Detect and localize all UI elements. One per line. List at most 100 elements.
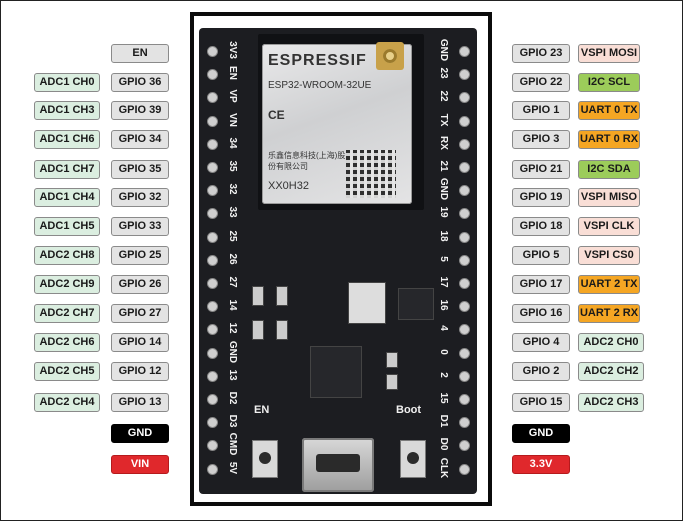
header-pin-left [207,394,218,405]
gpio-pin-label: GPIO 23 [512,44,570,63]
gpio-pin-label: GPIO 12 [111,362,169,381]
i2c-function-label: I2C SCL [578,73,640,92]
header-pin-right [459,278,470,289]
qr-code-icon [346,150,396,198]
smd-component [252,286,264,306]
smd-component [386,352,398,368]
header-pin-right [459,394,470,405]
gpio-pin-label: GPIO 16 [512,304,570,323]
smd-component [252,320,264,340]
header-pin-left [207,370,218,382]
adc-function-label: ADC2 CH3 [578,393,644,412]
adc-channel-label: ADC2 CH9 [34,275,100,294]
micro-usb-port-icon [302,438,374,492]
header-pin-right [459,208,470,220]
boot-button-label: Boot [396,404,422,416]
gpio-pin-label: GPIO 4 [512,333,570,352]
vspi-function-label: VSPI MISO [578,188,640,207]
adc-function-label: ADC2 CH0 [578,333,644,352]
silkscreen-label-left: 5V [227,461,238,474]
gpio-pin-label: GPIO 36 [111,73,169,92]
header-pin-right [459,46,470,57]
uart-function-label: UART 0 TX [578,101,640,120]
module-serial: XX0H32 [268,180,309,192]
module-vendor: 乐鑫信息科技(上海)股份有限公司 [268,151,346,171]
vspi-function-label: VSPI CLK [578,217,640,236]
power-pin-label: GND [111,424,169,443]
header-pin-left [207,417,218,429]
gpio-pin-label: GPIO 17 [512,275,570,294]
header-pin-left [207,115,218,127]
header-pin-left [207,208,218,220]
adc-channel-label: ADC1 CH0 [34,73,100,92]
gpio-pin-label: GPIO 15 [512,393,570,412]
gpio-pin-label: GPIO 25 [111,246,169,265]
gpio-pin-label: GPIO 1 [512,101,570,120]
header-pin-left [207,138,218,150]
adc-channel-label: ADC2 CH8 [34,246,100,265]
antenna-connector-icon [376,42,404,70]
smd-component [276,320,288,340]
gpio-pin-label: EN [111,44,169,63]
header-pin-right [459,301,470,313]
header-pin-right [459,92,470,104]
header-pin-left [207,231,218,243]
gpio-pin-label: GPIO 14 [111,333,169,352]
vspi-function-label: VSPI MOSI [578,44,640,63]
gpio-pin-label: GPIO 3 [512,130,570,149]
header-pin-right [459,254,470,266]
smd-component [386,374,398,390]
adc-channel-label: ADC1 CH3 [34,101,100,120]
regulator [348,282,386,324]
gpio-pin-label: GPIO 13 [111,393,169,412]
gpio-pin-label: GPIO 34 [111,130,169,149]
uart-function-label: UART 2 TX [578,275,640,294]
header-pin-left [207,324,218,336]
header-pin-right [459,185,470,197]
header-pin-right [459,231,470,243]
power-pin-label: 3.3V [512,455,570,474]
header-pin-right [459,162,470,173]
en-button-label: EN [254,404,270,416]
power-pin-label: GND [512,424,570,443]
header-pin-left [207,463,218,475]
adc-channel-label: ADC1 CH4 [34,188,100,207]
header-pin-left [207,440,218,452]
module-brand: ESPRESSIF [268,52,367,69]
header-pin-left [207,185,218,197]
power-pin-label: VIN [111,455,169,474]
gpio-pin-label: GPIO 32 [111,188,169,207]
gpio-pin-label: GPIO 33 [111,217,169,236]
gpio-pin-label: GPIO 22 [512,73,570,92]
header-pin-left [207,278,218,289]
adc-channel-label: ADC2 CH4 [34,393,100,412]
i2c-function-label: I2C SDA [578,160,640,179]
gpio-pin-label: GPIO 19 [512,188,570,207]
adc-channel-label: ADC1 CH6 [34,130,100,149]
header-pin-right [459,138,470,150]
silkscreen-label-right: CLK [438,457,449,478]
header-pin-left [207,347,218,359]
boot-button [400,440,426,478]
module-model: ESP32-WROOM-32UE [268,80,372,91]
adc-function-label: ADC2 CH2 [578,362,644,381]
uart-function-label: UART 0 RX [578,130,640,149]
header-pin-left [207,301,218,313]
header-pin-left [207,92,218,104]
gpio-pin-label: GPIO 18 [512,217,570,236]
header-pin-right [459,69,470,81]
gpio-pin-label: GPIO 27 [111,304,169,323]
gpio-pin-label: GPIO 21 [512,160,570,179]
smd-component [276,286,288,306]
gpio-pin-label: GPIO 26 [111,275,169,294]
transistor-pad [398,288,434,320]
header-pin-right [459,347,470,359]
ce-mark: CE [268,108,285,122]
header-pin-right [459,370,470,382]
header-pin-right [459,324,470,336]
header-pin-right [459,417,470,429]
header-pin-left [207,162,218,173]
adc-channel-label: ADC1 CH7 [34,160,100,179]
gpio-pin-label: GPIO 2 [512,362,570,381]
